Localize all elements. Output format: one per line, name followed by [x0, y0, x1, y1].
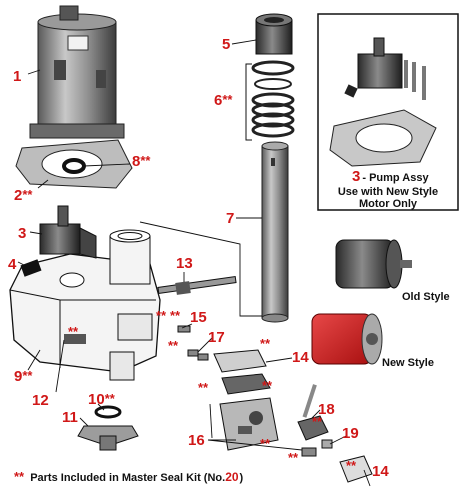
callout-9: 9**: [14, 368, 33, 385]
callout-14b: 14: [372, 463, 389, 480]
base-part: [77, 425, 139, 451]
stars-mark: **: [198, 380, 209, 395]
footer-text: Parts Included in Master Seal Kit (No.: [30, 472, 225, 484]
bracket-6: [245, 63, 252, 141]
callout-2: 2**: [14, 187, 33, 204]
stars-mark: **: [170, 308, 181, 323]
callout-8: 8**: [132, 153, 151, 170]
old-style-motor: [335, 239, 412, 289]
callout-10: 10**: [88, 391, 116, 408]
inset-box: [317, 13, 459, 211]
callouts: 1 2** 3 4 5 6** 7 8** 9** 10** 11 12 13 …: [8, 36, 389, 480]
footer-note: ** Parts Included in Master Seal Kit (No…: [14, 469, 244, 484]
filter-part: [20, 259, 42, 277]
callout-13: 13: [176, 255, 193, 272]
inset-title: 3- Pump Assy: [352, 168, 429, 185]
old-style-label: Old Style: [402, 291, 450, 303]
stars-mark: **: [312, 414, 323, 429]
inset-line3: Motor Only: [359, 198, 418, 210]
callout-5: 5: [222, 36, 230, 53]
stars-mark: **: [168, 338, 179, 353]
rod-part: [157, 276, 237, 295]
callout-4: 4: [8, 256, 17, 273]
stars-mark: **: [262, 378, 273, 393]
valve-cover-part: [213, 349, 271, 395]
callout-6: 6**: [214, 92, 233, 109]
stars-mark: **: [346, 458, 357, 473]
inset-gasket-part: [329, 109, 437, 167]
stars-mark: **: [68, 324, 79, 339]
fitting-parts: [177, 325, 333, 457]
callout-12: 12: [32, 392, 49, 409]
valve-block-part: [219, 397, 279, 451]
footer-kit-number: 20: [225, 470, 239, 484]
base-seal-part: [94, 405, 122, 419]
callout-16: 16: [188, 432, 205, 449]
callout-14a: 14: [292, 349, 309, 366]
pump-part: [39, 205, 97, 259]
callout-11: 11: [62, 409, 78, 426]
cylinder-part: [261, 141, 289, 323]
motor-gasket-part: [15, 139, 133, 189]
footer-stars: **: [14, 469, 25, 484]
bottom-cover-part: [339, 455, 373, 483]
new-style-label: New Style: [382, 357, 434, 369]
callout-17: 17: [208, 329, 225, 346]
seal-kit-marks: ** ** ** ** ** ** ** ** ** ** **: [68, 308, 357, 473]
stars-mark: **: [260, 436, 271, 451]
solenoid-part: [297, 384, 329, 441]
inset-pump-part: [344, 37, 426, 100]
inset-caption: 3- Pump Assy Use with New Style Motor On…: [338, 168, 438, 210]
leader-lines: [17, 39, 371, 487]
callout-15: 15: [190, 309, 207, 326]
nut-part: [255, 13, 293, 55]
callout-1: 1: [13, 68, 21, 85]
stars-mark: **: [288, 450, 299, 465]
seal-rings-part: [251, 60, 295, 138]
callout-18: 18: [318, 401, 335, 418]
callout-3: 3: [18, 225, 26, 242]
stars-mark: **: [260, 336, 271, 351]
new-style-motor: [311, 313, 383, 365]
callout-19: 19: [342, 425, 359, 442]
reservoir-housing-part: [9, 229, 161, 381]
inset-line2: Use with New Style: [338, 186, 438, 198]
stars-mark: **: [156, 308, 167, 323]
footer-close: ): [240, 472, 244, 484]
callout-7: 7: [226, 210, 234, 227]
svg-text:** Parts Included in Mas: ** Parts Included in Master Seal Kit (No…: [14, 469, 244, 484]
motor-part: [29, 5, 125, 139]
